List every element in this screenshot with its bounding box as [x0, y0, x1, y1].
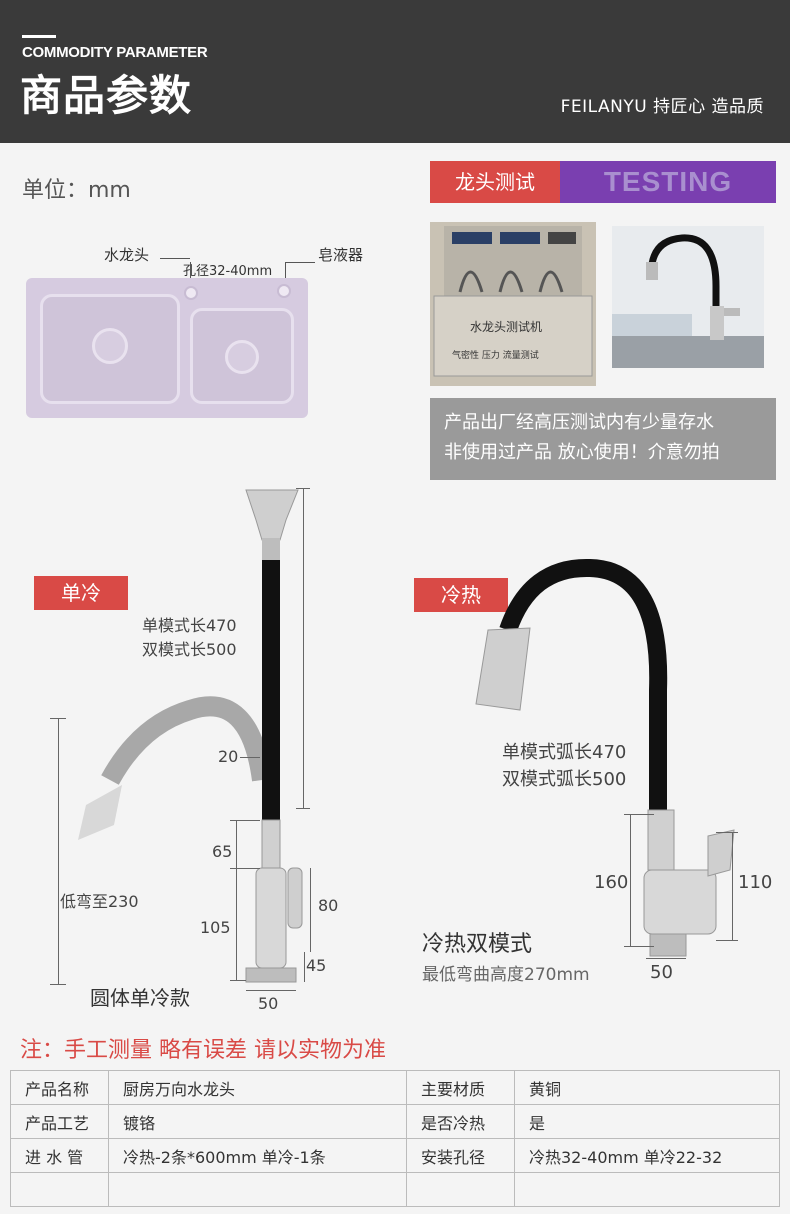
dim-line: [304, 952, 305, 982]
unit-label: 单位：mm: [22, 178, 131, 203]
parameter-table: 产品名称 厨房万向水龙头 主要材质 黄铜 产品工艺 镀铬 是否冷热 是 进 水 …: [10, 1070, 780, 1207]
dim-line: [646, 958, 686, 959]
header-brand: FEILANYU 持匠心 造品质: [560, 97, 764, 117]
table-cell: [10, 1172, 109, 1207]
caption-single-cold: 圆体单冷款: [90, 986, 190, 1010]
dim-105: 105: [200, 918, 231, 937]
test-machine-photo: 水龙头测试机 气密性 压力 流量测试: [430, 222, 596, 386]
dim-line: [296, 808, 310, 809]
testing-note-line1: 产品出厂经高压测试内有少量存水: [444, 412, 714, 433]
testing-title: 龙头测试 TESTING: [430, 161, 776, 203]
dim-160: 160: [594, 872, 629, 893]
sink-label-soap: 皂液器: [318, 246, 364, 264]
dim-80: 80: [318, 896, 339, 915]
header-en-title: COMMODITY PARAMETER: [22, 44, 208, 61]
table-cell: [514, 1172, 780, 1207]
table-row: 进 水 管 冷热-2条*600mm 单冷-1条 安装孔径 冷热32-40mm 单…: [10, 1138, 780, 1173]
hot-cold-faucet-drawing: [475, 558, 735, 957]
dim-bend-230: 低弯至230: [60, 892, 139, 911]
header-accent-bar: [22, 35, 56, 38]
testing-title-zh: 龙头测试: [430, 161, 560, 203]
dim-line: [230, 820, 260, 821]
table-cell: 主要材质: [406, 1070, 515, 1105]
drain-icon: [92, 328, 128, 364]
table-cell: 产品名称: [10, 1070, 109, 1105]
dim-50-single: 50: [258, 994, 279, 1013]
testing-note: 产品出厂经高压测试内有少量存水 非使用过产品 放心使用！介意勿拍: [430, 398, 776, 480]
table-row: 产品名称 厨房万向水龙头 主要材质 黄铜: [10, 1070, 780, 1105]
header-zh-title: 商品参数: [20, 71, 193, 120]
sink-diagram: [26, 278, 308, 418]
leader-line: [190, 262, 191, 286]
dim-line: [624, 814, 654, 815]
dim-line: [303, 488, 304, 808]
table-cell: 冷热32-40mm 单冷22-32: [514, 1138, 780, 1173]
table-row: 产品工艺 镀铬 是否冷热 是: [10, 1104, 780, 1139]
table-cell: 冷热-2条*600mm 单冷-1条: [108, 1138, 407, 1173]
tag-hot-cold: 冷热: [414, 578, 508, 612]
measurement-warning: 注：手工测量 略有误差 请以实物为准: [20, 1038, 386, 1063]
faucet-photo-illustration: [612, 234, 764, 368]
dim-line: [58, 718, 59, 984]
dim-length-double: 双模式长500: [142, 640, 237, 659]
drain-icon: [225, 340, 259, 374]
dim-line: [716, 940, 738, 941]
dim-line: [50, 718, 66, 719]
table-cell: 进 水 管: [10, 1138, 109, 1173]
test-machine-illustration: [433, 226, 593, 377]
tag-single-cold: 单冷: [34, 576, 128, 610]
dim-line: [230, 868, 260, 869]
machine-sub-label: 气密性 压力 流量测试: [452, 351, 539, 361]
dim-arc-double: 双模式弧长500: [502, 769, 627, 790]
dim-line: [310, 868, 311, 952]
faucet-hole-icon: [184, 286, 198, 300]
table-cell: 安装孔径: [406, 1138, 515, 1173]
dim-line: [240, 757, 260, 758]
leader-line: [285, 262, 315, 263]
caption-min-bend: 最低弯曲高度270mm: [422, 965, 590, 985]
page-header: COMMODITY PARAMETER 商品参数 FEILANYU 持匠心 造品…: [0, 0, 790, 143]
sink-label-hole: 孔径32-40mm: [183, 264, 273, 279]
table-cell: 是: [514, 1104, 780, 1139]
dim-65: 65: [212, 842, 233, 861]
testing-note-line2: 非使用过产品 放心使用！介意勿拍: [444, 442, 720, 463]
dim-50-hotcold: 50: [650, 962, 673, 983]
dim-line: [296, 488, 310, 489]
dim-line: [246, 990, 296, 991]
soap-hole-icon: [277, 284, 291, 298]
dim-line: [236, 820, 237, 980]
dim-line: [716, 832, 738, 833]
sink-label-faucet: 水龙头: [104, 246, 150, 264]
dim-line: [732, 832, 733, 940]
table-cell: 厨房万向水龙头: [108, 1070, 407, 1105]
dim-line: [630, 814, 631, 946]
table-cell: 是否冷热: [406, 1104, 515, 1139]
table-cell: 镀铬: [108, 1104, 407, 1139]
dim-length-single: 单模式长470: [142, 616, 237, 635]
table-cell: 产品工艺: [10, 1104, 109, 1139]
machine-label: 水龙头测试机: [470, 320, 543, 334]
dim-line: [624, 946, 654, 947]
dim-45: 45: [306, 956, 327, 975]
dim-110: 110: [738, 872, 773, 893]
dim-arc-single: 单模式弧长470: [502, 742, 627, 763]
faucet-test-photo: [612, 226, 764, 368]
table-row: [10, 1172, 780, 1207]
table-cell: 黄铜: [514, 1070, 780, 1105]
testing-title-en: TESTING: [560, 161, 776, 203]
dim-20: 20: [218, 747, 239, 766]
caption-hot-cold: 冷热双模式: [422, 932, 533, 957]
dim-line: [230, 980, 246, 981]
leader-line: [160, 258, 190, 259]
single-cold-faucet-drawing: [78, 489, 303, 983]
leader-line: [285, 262, 286, 286]
table-cell: [108, 1172, 407, 1207]
dim-line: [50, 984, 66, 985]
table-cell: [406, 1172, 515, 1207]
